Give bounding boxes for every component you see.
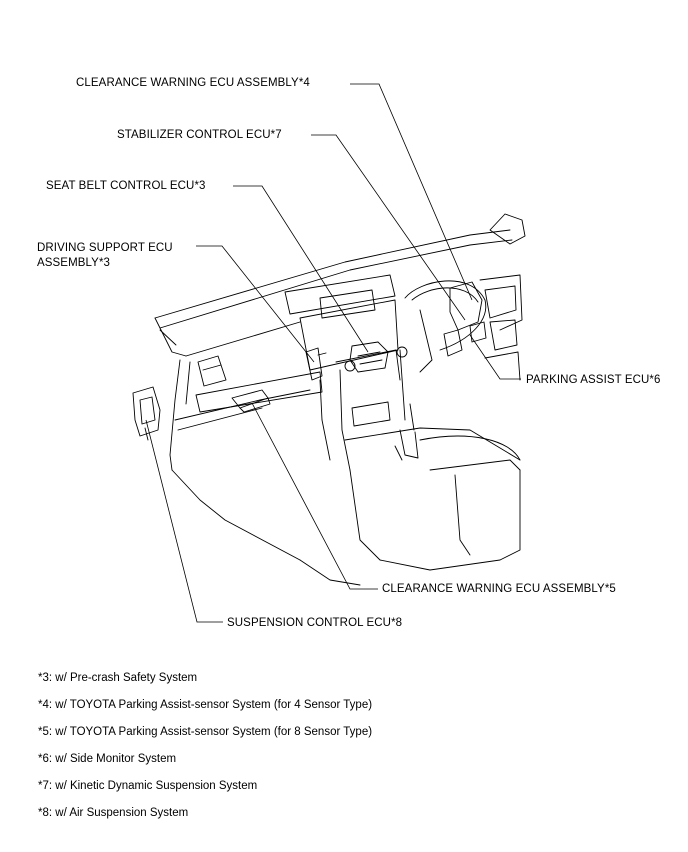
dashboard-outline [154,213,526,586]
clearance-warning-ecu-5-part [231,389,271,413]
suspension-control-ecu-part [132,386,161,441]
label-clearance-warning-ecu-4: CLEARANCE WARNING ECU ASSEMBLY*4 [76,77,310,89]
footnote-8: *8: w/ Air Suspension System [38,807,189,819]
label-suspension-control-ecu-8: SUSPENSION CONTROL ECU*8 [227,617,403,629]
driving-support-ecu-part [305,347,327,381]
label-driving-support-ecu-line1: DRIVING SUPPORT ECU [37,242,173,254]
leader-line-parking-assist-6 [469,334,521,380]
leader-line-seat-belt-control-3 [233,185,369,353]
footnote-7: *7: w/ Kinetic Dynamic Suspension System [38,780,258,792]
parking-assist-ecu-part [443,281,487,357]
leader-line-clearance-warning-4 [350,83,473,301]
leader-line-driving-support-3 [196,245,315,363]
footnote-6: *6: w/ Side Monitor System [38,753,177,765]
leader-line-suspension-control-8 [145,419,223,623]
footnote-4: *4: w/ TOYOTA Parking Assist-sensor Syst… [38,699,373,711]
vehicle-interior-illustration [132,83,526,623]
footnote-5: *5: w/ TOYOTA Parking Assist-sensor Syst… [38,726,373,738]
seat-belt-control-ecu-part [349,341,389,373]
label-stabilizer-control-ecu-7: STABILIZER CONTROL ECU*7 [117,129,282,141]
footnote-3: *3: w/ Pre-crash Safety System [38,672,198,684]
footnote-list: *3: w/ Pre-crash Safety System *4: w/ TO… [38,671,372,833]
label-driving-support-ecu-line2: ASSEMBLY*3 [37,257,111,269]
leader-line-clearance-warning-5 [251,402,378,590]
label-seat-belt-control-ecu-3: SEAT BELT CONTROL ECU*3 [46,180,206,192]
leader-line-stabilizer-control-7 [311,134,466,321]
label-clearance-warning-ecu-5: CLEARANCE WARNING ECU ASSEMBLY*5 [382,583,616,595]
label-parking-assist-ecu-6: PARKING ASSIST ECU*6 [526,374,661,386]
